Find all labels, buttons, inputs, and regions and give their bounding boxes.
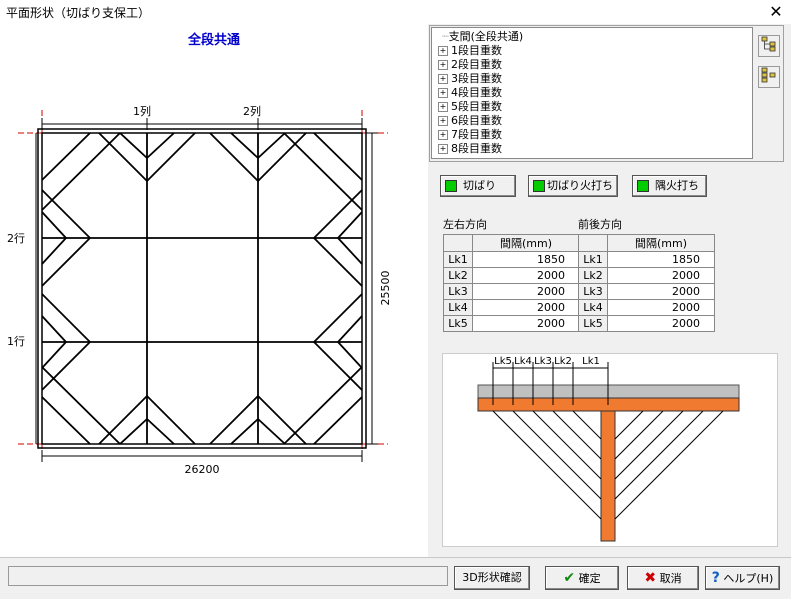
question-icon: ? [711,570,720,586]
brace-lines [492,410,724,520]
tree-item-1[interactable]: +1段目重数 [438,44,502,57]
top-dimension [41,118,363,130]
col-label-1: 1列 [133,104,151,118]
lr-value-cell[interactable]: 2000 [472,315,580,332]
tree-collapse-icon [761,67,776,83]
tree-item-7[interactable]: +7段目重数 [438,128,502,141]
expand-icon[interactable]: + [438,74,448,84]
struts [42,133,362,444]
tree-view[interactable]: ┈支間(全段共通) +1段目重数 +2段目重数 +3段目重数 +4段目重数 +5… [431,27,753,159]
tree-item-2[interactable]: +2段目重数 [438,58,502,71]
expand-icon[interactable]: + [438,60,448,70]
tree-item-3[interactable]: +3段目重数 [438,72,502,85]
lr-value-cell[interactable]: 2000 [472,299,580,316]
lr-section-title: 左右方向 [443,218,487,231]
active-indicator-icon [637,180,649,192]
fb-value-cell[interactable]: 2000 [607,267,715,284]
right-dimension [366,132,378,445]
brace-diagram: Lk5 Lk4 Lk3 Lk2 Lk1 [477,356,740,542]
lk4-label: Lk4 [514,356,532,367]
plan-view [0,24,428,557]
strut-braces [41,132,363,445]
lk2-label: Lk2 [554,356,572,367]
lk1-label: Lk1 [582,356,600,367]
fb-header: 間隔(mm) [607,234,715,252]
kiribari-hiuchi-toggle[interactable]: 切ばり火打ち [528,175,618,197]
fb-value-cell[interactable]: 2000 [607,315,715,332]
tree-item-5[interactable]: +5段目重数 [438,100,502,113]
expand-icon[interactable]: + [438,116,448,126]
title-bar [0,0,791,24]
active-indicator-icon [445,180,457,192]
tree-frame [429,25,784,162]
expand-icon[interactable]: + [438,46,448,56]
help-button[interactable]: ? ヘルプ(H) [705,566,780,590]
strut-beam [600,410,616,542]
x-icon: ✖ [644,570,657,586]
width-dimension-label: 26200 [185,463,220,476]
lr-value-cell[interactable]: 2000 [472,267,580,284]
wale-frame [37,128,367,449]
tree-expand-icon [761,36,776,52]
tree-expand-button[interactable] [758,35,780,57]
tree-root-label: 支間(全段共通) [448,30,524,43]
tree-item-4[interactable]: +4段目重数 [438,86,502,99]
diagram-dimension-lines [492,362,609,405]
3d-check-button[interactable]: 3D形状確認 [454,566,530,590]
sumi-hiuchi-toggle[interactable]: 隅火打ち [632,175,707,197]
col-label-2: 2列 [243,104,261,118]
fb-value-cell[interactable]: 2000 [607,283,715,300]
window-title: 平面形状（切ばり支保工） [6,6,151,20]
fb-value-cell[interactable]: 2000 [607,299,715,316]
plan-title: 全段共通 [187,33,240,48]
cancel-button[interactable]: ✖ 取消 [627,566,699,590]
lk3-label: Lk3 [534,356,552,367]
lr-value-cell[interactable]: 2000 [472,283,580,300]
expand-icon[interactable]: + [438,102,448,112]
check-icon: ✔ [563,570,576,586]
bottom-dimension [41,450,363,462]
corner-braces [41,132,363,445]
lr-value-cell[interactable]: 1850 [472,251,580,268]
active-indicator-icon [533,180,545,192]
tree-root[interactable]: ┈支間(全段共通) [442,30,524,43]
row-label-1: 1行 [7,335,25,348]
fb-value-cell[interactable]: 1850 [607,251,715,268]
row-label-2: 2行 [7,232,25,245]
lk5-label: Lk5 [494,356,512,367]
tree-item-8[interactable]: +8段目重数 [438,142,502,155]
expand-icon[interactable]: + [438,88,448,98]
tree-collapse-button[interactable] [758,66,780,88]
kiribari-toggle[interactable]: 切ばり [440,175,516,197]
tree-item-6[interactable]: +6段目重数 [438,114,502,127]
close-button[interactable]: ✕ [769,2,783,21]
lr-header: 間隔(mm) [472,234,580,252]
ok-button[interactable]: ✔ 確定 [545,566,619,590]
expand-icon[interactable]: + [438,144,448,154]
status-field [8,566,448,586]
expand-icon[interactable]: + [438,130,448,140]
extension-lines [18,110,388,452]
fb-section-title: 前後方向 [578,218,622,231]
height-dimension-label: 25500 [379,271,392,306]
plan-drawing: 1列 2列 2行 1行 26200 25500 [7,104,392,476]
